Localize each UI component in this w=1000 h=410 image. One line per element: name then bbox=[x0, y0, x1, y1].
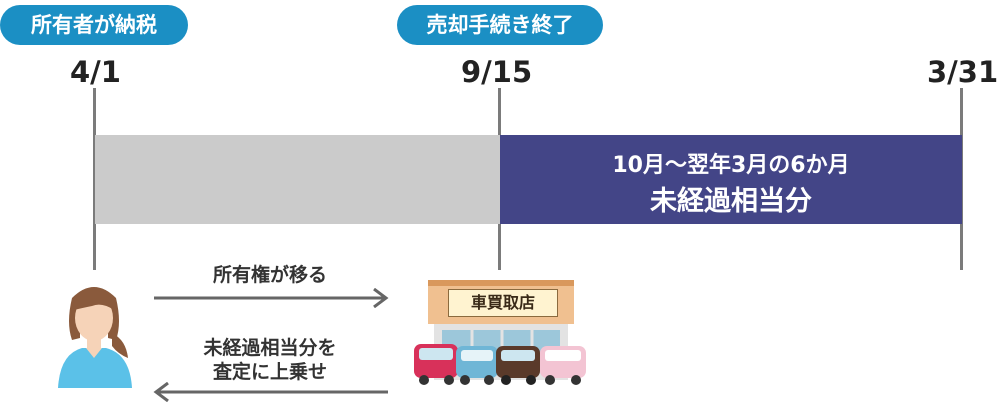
paid-period-bar bbox=[95, 135, 500, 224]
car-dealer-shop-illustration bbox=[414, 280, 586, 385]
ownership-transfer-label: 所有権が移る bbox=[212, 264, 327, 286]
unexpired-period-bar: 10月～翌年3月の6か月 未経過相当分 bbox=[500, 135, 962, 224]
date-end: 3/31 bbox=[927, 55, 999, 89]
owner-person-icon bbox=[58, 287, 132, 388]
sale-complete-label: 売却手続き終了 bbox=[397, 5, 603, 45]
timeline-marker-start bbox=[93, 88, 96, 270]
date-sale: 9/15 bbox=[461, 55, 533, 89]
refund-arrow bbox=[153, 382, 388, 402]
unexpired-period-title: 未経過相当分 bbox=[650, 186, 812, 217]
refund-label-line1: 未経過相当分を bbox=[203, 337, 337, 359]
ownership-transfer-arrow bbox=[154, 288, 389, 308]
shop-sign: 車買取店 bbox=[448, 289, 558, 317]
unexpired-period-months: 10月～翌年3月の6か月 bbox=[612, 153, 850, 178]
date-start: 4/1 bbox=[70, 55, 121, 89]
owner-pays-tax-label: 所有者が納税 bbox=[0, 5, 188, 45]
refund-label-line2: 査定に上乗せ bbox=[212, 361, 327, 383]
